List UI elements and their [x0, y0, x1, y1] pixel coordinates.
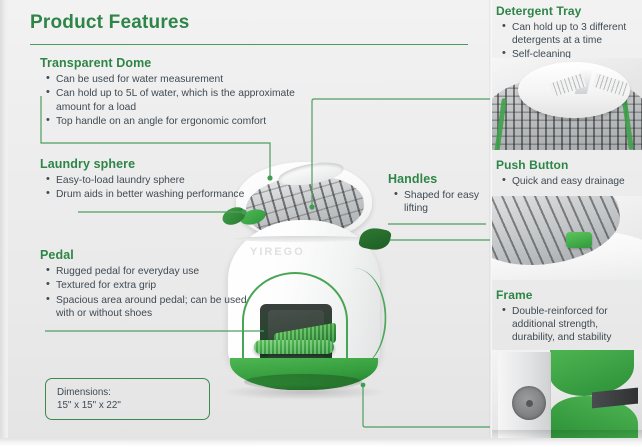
section-push-button: Push Button Quick and easy drainage	[496, 158, 638, 189]
photo-push-button	[492, 196, 642, 280]
section-heading-transparent-dome: Transparent Dome	[40, 56, 152, 70]
section-heading-laundry-sphere: Laundry sphere	[40, 157, 136, 171]
bullet-item: Double-reinforced for additional strengt…	[502, 304, 638, 344]
bullet-item: Easy-to-load laundry sphere	[46, 173, 245, 187]
section-heading-frame: Frame	[496, 288, 533, 302]
photo-frame	[492, 350, 642, 438]
detergent-tray-disc	[518, 62, 630, 118]
pedal-bar	[254, 340, 334, 354]
product-illustration: YIREGO	[214, 158, 394, 400]
tray-divider-vane	[592, 73, 630, 97]
section-transparent-dome: Transparent Dome Can be used for water m…	[40, 56, 310, 130]
photo-detergent-tray	[492, 58, 642, 150]
page-title: Product Features	[30, 12, 190, 33]
green-push-button	[566, 232, 592, 248]
section-heading-pedal: Pedal	[40, 248, 74, 262]
bullet-item: Top handle on an angle for ergonomic com…	[46, 114, 310, 128]
bullet-item: Drum aids in better washing performance	[46, 187, 245, 201]
dimensions-text: Dimensions: 15" x 15" x 22"	[57, 387, 121, 411]
bullet-list-handles: Shaped for easy lifting	[388, 188, 480, 216]
bullet-item: Can hold up to 3 different detergents at…	[502, 20, 638, 47]
bullet-item: Rugged pedal for everyday use	[46, 264, 252, 278]
section-detergent-tray: Detergent Tray Can hold up to 3 differen…	[496, 4, 638, 62]
bullet-list-laundry-sphere: Easy-to-load laundry sphere Drum aids in…	[40, 173, 245, 202]
frame-inner-shadow	[592, 387, 638, 409]
bullet-item: Textured for extra grip	[46, 278, 252, 292]
bullet-list-frame: Double-reinforced for additional strengt…	[496, 304, 638, 344]
body-swoosh-accent	[322, 268, 387, 368]
section-pedal: Pedal Rugged pedal for everyday use Text…	[40, 248, 252, 322]
bullet-list-transparent-dome: Can be used for water measurement Can ho…	[40, 72, 310, 129]
bullet-item: Spacious area around pedal; can be used …	[46, 293, 252, 321]
brand-logo: YIREGO	[250, 246, 305, 258]
page-edge-bottom	[0, 438, 642, 447]
section-heading-push-button: Push Button	[496, 158, 569, 172]
section-heading-detergent-tray: Detergent Tray	[496, 4, 582, 18]
section-laundry-sphere: Laundry sphere Easy-to-load laundry sphe…	[40, 157, 245, 203]
right-panel-divider	[489, 0, 492, 447]
body-seam	[234, 236, 374, 242]
bullet-list-push-button: Quick and easy drainage	[496, 174, 638, 188]
frame-photo-shadow	[492, 430, 642, 438]
bullet-item: Self-cleaning	[502, 47, 638, 61]
section-handles: Handles Shaped for easy lifting	[388, 172, 480, 217]
section-heading-handles: Handles	[388, 172, 438, 186]
bullet-item: Shaped for easy lifting	[394, 188, 480, 216]
bullet-item: Can hold up to 5L of water, which is the…	[46, 86, 310, 114]
section-frame: Frame Double-reinforced for additional s…	[496, 288, 638, 345]
frame-bearing-hub	[526, 400, 533, 407]
bullet-list-pedal: Rugged pedal for everyday use Textured f…	[40, 264, 252, 321]
product-drop-shadow	[220, 384, 388, 400]
bullet-list-detergent-tray: Can hold up to 3 different detergents at…	[496, 20, 638, 61]
dimensions-box: Dimensions: 15" x 15" x 22"	[45, 378, 210, 420]
page-edge-left	[0, 0, 8, 447]
bullet-item: Quick and easy drainage	[502, 174, 638, 188]
bullet-item: Can be used for water measurement	[46, 72, 310, 86]
base-shade	[244, 374, 362, 390]
title-divider	[30, 44, 468, 45]
